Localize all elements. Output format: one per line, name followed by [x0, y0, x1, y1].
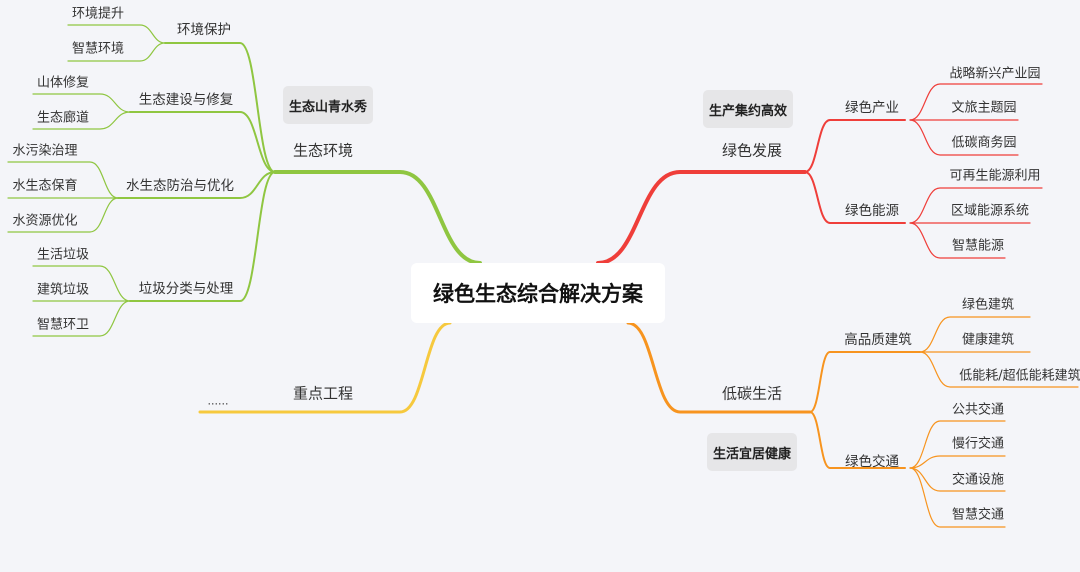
life-leaf[interactable]: 交通设施 — [951, 472, 1005, 488]
dev-sub-1[interactable]: 绿色能源 — [845, 203, 899, 219]
connector-sub — [809, 411, 906, 469]
connector-sub — [117, 171, 276, 199]
connector-leaf — [7, 197, 119, 233]
connector-leaf — [909, 222, 1006, 259]
life-leaf[interactable]: 慢行交通 — [951, 436, 1005, 452]
connector-leaf — [32, 93, 131, 113]
branch-life[interactable]: 低碳生活 — [721, 384, 783, 403]
connector-sub — [804, 119, 906, 173]
dev-leaf[interactable]: 可再生能源利用 — [949, 168, 1041, 184]
connector-sub — [129, 111, 276, 173]
eco-sub-1[interactable]: 生态建设与修复 — [138, 92, 234, 108]
life-leaf[interactable]: 低能耗/超低能耗建筑 — [959, 368, 1080, 384]
eco-leaf[interactable]: 智慧环境 — [71, 41, 125, 57]
connector-leaf — [919, 351, 1079, 388]
eco-leaf[interactable]: 水生态保育 — [12, 178, 78, 194]
connector-leaf — [909, 455, 1006, 469]
connector-main — [596, 170, 807, 265]
connector-sub — [164, 42, 276, 173]
life-leaf[interactable]: 公共交通 — [951, 402, 1005, 418]
eco-sub-0[interactable]: 环境保护 — [177, 22, 231, 38]
life-sub-0[interactable]: 高品质建筑 — [844, 332, 912, 348]
life-leaf[interactable]: 健康建筑 — [961, 332, 1015, 348]
connector-leaf — [67, 42, 166, 62]
branch-dev[interactable]: 绿色发展 — [721, 141, 783, 160]
connector-leaf — [909, 119, 1019, 156]
connector-sub — [804, 171, 906, 224]
eco-sub-3[interactable]: 垃圾分类与处理 — [138, 281, 234, 297]
connector-leaf — [67, 24, 166, 44]
eco-leaf[interactable]: 环境提升 — [71, 6, 125, 22]
connector-sub — [809, 351, 921, 413]
eco-leaf[interactable]: 水资源优化 — [12, 213, 78, 229]
tag-dev: 生产集约高效 — [703, 90, 793, 128]
connector-leaf — [909, 83, 1043, 121]
tag-eco: 生态山青水秀 — [283, 86, 373, 124]
eco-leaf[interactable]: 水污染治理 — [12, 143, 78, 159]
life-sub-1[interactable]: 绿色交通 — [845, 454, 899, 470]
connector-sub — [129, 171, 276, 302]
branch-eco[interactable]: 生态环境 — [292, 141, 354, 160]
connector-main — [198, 321, 452, 414]
connector-leaf — [919, 316, 1031, 353]
eco-leaf[interactable]: 生态廊道 — [36, 110, 90, 126]
tag-life: 生活宜居健康 — [707, 433, 797, 471]
central-topic[interactable]: 绿色生态综合解决方案 — [411, 263, 665, 323]
connector-leaf — [7, 161, 119, 199]
eco-leaf[interactable]: 生活垃圾 — [36, 247, 90, 263]
key-leaf-ellipsis[interactable]: ...... — [207, 394, 229, 408]
life-leaf[interactable]: 智慧交通 — [951, 507, 1005, 523]
connector-leaf — [32, 111, 131, 130]
connector-leaf — [32, 265, 131, 302]
eco-leaf[interactable]: 山体修复 — [36, 75, 90, 91]
life-leaf[interactable]: 绿色建筑 — [961, 297, 1015, 313]
dev-leaf[interactable]: 区域能源系统 — [950, 203, 1030, 219]
eco-leaf[interactable]: 智慧环卫 — [36, 317, 90, 333]
dev-leaf[interactable]: 智慧能源 — [951, 238, 1005, 254]
dev-leaf[interactable]: 低碳商务园 — [951, 135, 1017, 151]
connector-leaf — [909, 187, 1043, 224]
connector-leaf — [909, 467, 1006, 492]
connector-main — [626, 321, 812, 414]
connector-leaf — [909, 420, 1006, 469]
connector-main — [273, 170, 482, 265]
dev-leaf[interactable]: 战略新兴产业园 — [949, 66, 1041, 82]
dev-leaf[interactable]: 文旅主题园 — [951, 100, 1017, 116]
eco-leaf[interactable]: 建筑垃圾 — [36, 282, 90, 298]
branch-key[interactable]: 重点工程 — [292, 384, 354, 403]
eco-sub-2[interactable]: 水生态防治与优化 — [126, 178, 234, 194]
dev-sub-0[interactable]: 绿色产业 — [845, 100, 899, 116]
connector-leaf — [32, 300, 131, 337]
connector-leaf — [909, 467, 1006, 528]
